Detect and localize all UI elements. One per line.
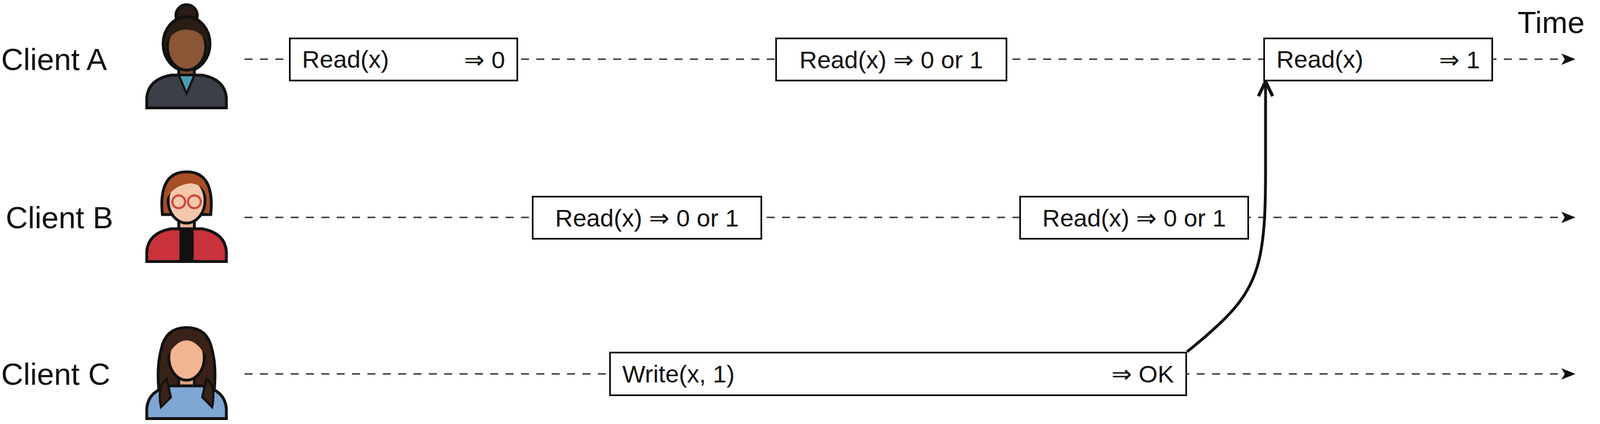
operation-text: Read(x) ⇒ 0 or 1: [555, 203, 739, 233]
time-axis: [244, 216, 1564, 219]
operation-text: ⇒ 1: [1439, 45, 1480, 74]
client-avatar: [146, 327, 227, 419]
operation-text: Read(x): [302, 45, 390, 74]
client-avatar: [146, 171, 227, 262]
operation-text: Read(x) ⇒ 0 or 1: [1042, 203, 1227, 233]
glasses: [188, 195, 202, 209]
operation-text: ⇒ 0: [464, 45, 506, 74]
axis-label: Time: [1517, 6, 1585, 38]
hair-ends: [159, 378, 214, 408]
operation-text: Read(x): [1276, 45, 1364, 74]
operation-text: ⇒ OK: [1111, 359, 1174, 388]
operation-box: Read(x) ⇒ 1: [1263, 37, 1494, 82]
undershirt: [179, 228, 194, 262]
glasses: [172, 195, 186, 209]
shirt: [146, 75, 227, 109]
client-label: Client A: [1, 43, 107, 75]
shirt: [146, 385, 227, 419]
axis-arrow: [1561, 211, 1576, 223]
client-label: Client C: [1, 358, 111, 390]
hair-top: [166, 19, 208, 45]
timelines: [244, 53, 1576, 380]
shirt: [146, 228, 227, 262]
operation-box: Write(x, 1) ⇒ OK: [609, 351, 1188, 396]
operation-text: Read(x) ⇒ 0 or 1: [799, 45, 984, 74]
client-label: Client B: [5, 201, 114, 233]
operation-box: Read(x) ⇒ 0 or 1: [775, 37, 1008, 82]
hair-top: [166, 174, 207, 200]
hair: [163, 17, 211, 72]
operation-box: Read(x) ⇒ 0 or 1: [1019, 195, 1250, 240]
axis-arrow: [1561, 53, 1576, 65]
operation-box: Read(x) ⇒ 0 or 1: [531, 195, 763, 240]
operation-box: Read(x) ⇒ 0: [288, 37, 519, 82]
hair-top: [167, 331, 206, 357]
axis-arrow: [1561, 368, 1576, 380]
collar: [178, 75, 195, 94]
operation-text: Write(x, 1): [622, 360, 735, 388]
client-avatar: [146, 4, 227, 108]
